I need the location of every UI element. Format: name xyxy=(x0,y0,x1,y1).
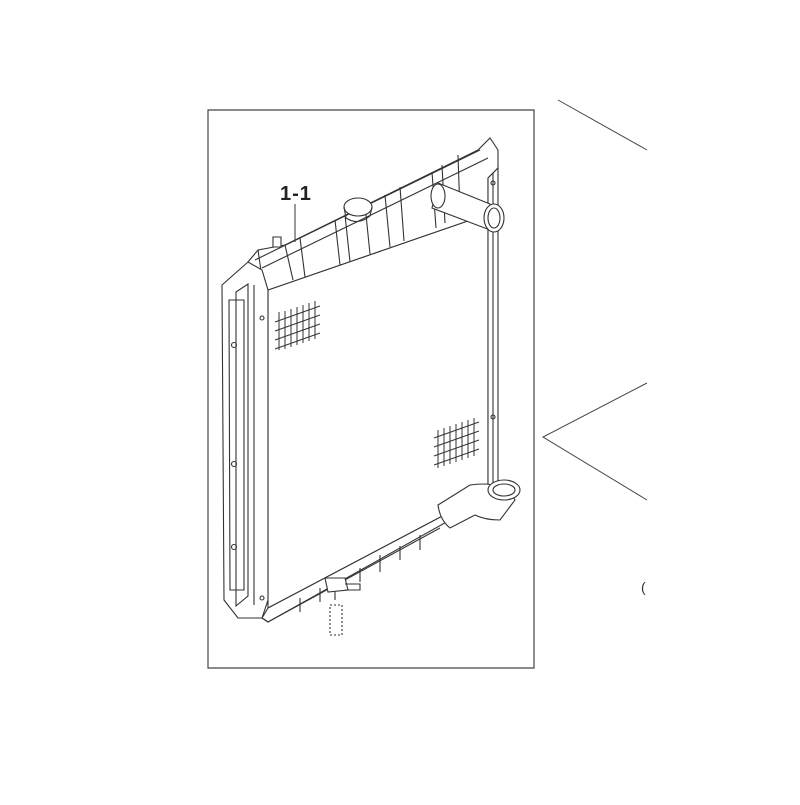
radiator-body xyxy=(222,138,520,635)
core-hatch-upper xyxy=(275,301,320,350)
callout-line-mid xyxy=(543,383,647,500)
core-hatch-lower xyxy=(434,418,479,468)
part-label: 1-1 xyxy=(280,183,312,205)
callout-line-top xyxy=(558,100,647,150)
edge-mark: ( xyxy=(641,579,646,595)
drawing-frame xyxy=(208,110,534,668)
